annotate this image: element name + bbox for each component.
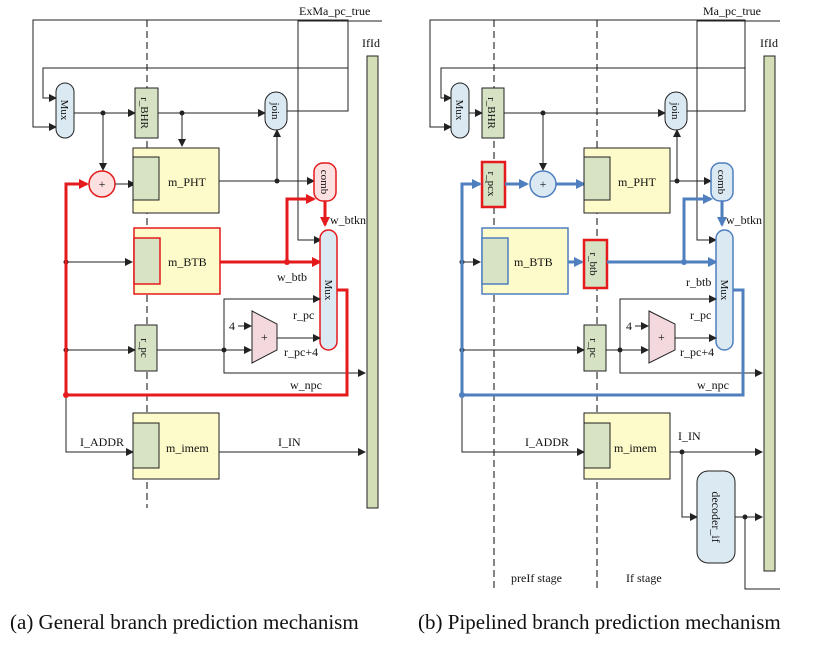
w-btkn-label: w_btkn — [330, 213, 366, 227]
w-btb-label: w_btb — [277, 270, 307, 284]
m-imem-port — [132, 422, 160, 469]
i-addr-label: I_ADDR — [80, 435, 124, 449]
wire-join-out — [287, 68, 349, 112]
r-pc4-label: r_pc+4 — [680, 345, 714, 359]
i-in-label: I_IN — [278, 435, 301, 449]
ifid-label: IfId — [760, 36, 778, 50]
m-imem-port — [583, 422, 611, 469]
const-four: 4 — [626, 319, 632, 333]
index-adder-label: + — [99, 177, 106, 191]
mux-top — [450, 82, 470, 139]
mux-top — [55, 82, 75, 139]
i-addr-label: I_ADDR — [525, 435, 569, 449]
m-imem-label: m_imem — [166, 441, 209, 455]
m-btb-port — [481, 237, 509, 285]
if-stage-label: If stage — [626, 571, 662, 585]
wire-to-decoder — [681, 452, 698, 521]
comb-label: comb — [318, 170, 330, 195]
w-npc-label: w_npc — [697, 378, 729, 392]
mux-top-label: Mux — [453, 100, 465, 121]
feedback-loop-outer — [429, 19, 746, 131]
join-label: join — [269, 101, 281, 120]
pc-plus4-adder — [251, 310, 278, 364]
ifid-label: IfId — [362, 36, 380, 50]
m-pht-label: m_PHT — [168, 175, 207, 189]
w-btkn-label: w_btkn — [726, 213, 762, 227]
pc-plus4-adder — [648, 310, 676, 364]
mux-pc-label: Mux — [718, 280, 730, 301]
pc-adder-label: + — [261, 330, 268, 344]
feedback-loop-inner — [440, 67, 745, 102]
btb-to-comb-wire — [285, 194, 316, 262]
m-btb-label: m_BTB — [514, 255, 553, 269]
wire-decoder-out — [744, 517, 780, 590]
panel-a: IfId ExMa_pc_true Mux r_BHR join + m_PHT — [32, 4, 382, 509]
r-pc-register — [134, 324, 158, 372]
exma-wire — [297, 20, 382, 244]
join-label: join — [669, 101, 681, 120]
i-in-label: I_IN — [678, 429, 701, 443]
r-btb-label: r_btb — [587, 252, 599, 276]
exma-label: ExMa_pc_true — [299, 4, 370, 18]
rbtb-to-comb-wire — [682, 194, 713, 262]
r-pc-label: r_pc — [293, 308, 314, 322]
w-npc-loop — [64, 179, 349, 397]
ifid-register — [763, 55, 776, 572]
decoder-if-label: decoder_if — [709, 491, 723, 542]
index-adder-label: + — [540, 177, 547, 191]
r-pc-box-label: r_pc — [138, 338, 150, 358]
preif-stage-label: preIf stage — [511, 571, 562, 585]
r-bhr-label: r_BHR — [485, 97, 497, 129]
feedback-loop-outer — [32, 19, 349, 131]
m-imem-label: m_imem — [614, 441, 657, 455]
ma-wire — [696, 20, 780, 244]
pc-adder-label: + — [658, 330, 665, 344]
m-pht-label: m_PHT — [618, 175, 657, 189]
wire-rpc-mux — [619, 295, 717, 350]
caption-a: (a) General branch prediction mechanism — [10, 610, 359, 634]
wire-rpc-ifid — [619, 350, 763, 377]
m-btb-label: m_BTB — [168, 255, 207, 269]
caption-b: (b) Pipelined branch prediction mechanis… — [418, 610, 781, 634]
r-pcx-label: r_pcx — [485, 171, 497, 197]
panel-b: IfId Ma_pc_true Mux r_BHR join r_pcx + m… — [429, 4, 780, 590]
r-btb-wire-label: r_btb — [686, 275, 711, 289]
r-pc-label: r_pc — [690, 308, 711, 322]
m-btb-port — [133, 237, 161, 285]
r-pc-register — [583, 324, 607, 372]
const-four: 4 — [229, 319, 235, 333]
feedback-loop-inner — [42, 67, 348, 102]
m-pht-port — [583, 156, 611, 201]
ifid-register — [366, 55, 379, 509]
m-pht-port — [132, 156, 160, 201]
w-npc-label: w_npc — [290, 378, 322, 392]
w-npc-loop — [460, 179, 745, 397]
comb-label: comb — [715, 170, 727, 195]
wire-rpc-mux — [223, 295, 321, 350]
mux-top-label: Mux — [58, 100, 70, 121]
ma-label: Ma_pc_true — [703, 4, 761, 18]
pc-trunk-wire — [65, 262, 134, 456]
wire-join-out — [687, 68, 746, 112]
r-btb-register — [582, 238, 609, 290]
wire-rpc-ifid — [223, 350, 366, 377]
mux-pc-label: Mux — [322, 280, 334, 301]
r-pc4-label: r_pc+4 — [284, 345, 318, 359]
r-pc-box-label: r_pc — [587, 338, 599, 358]
r-bhr-label: r_BHR — [138, 97, 150, 129]
